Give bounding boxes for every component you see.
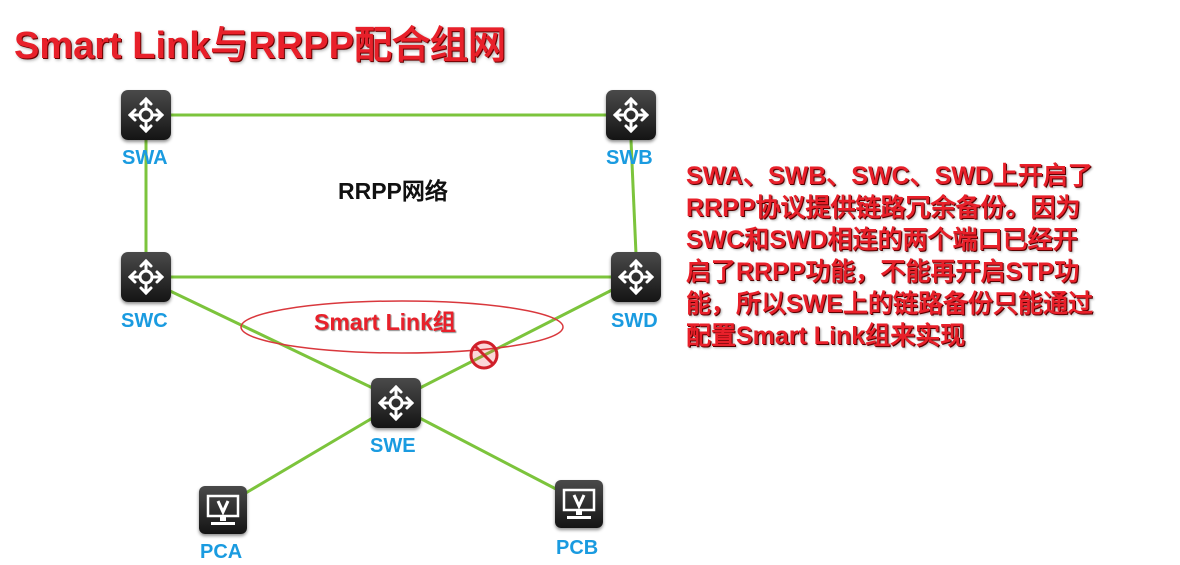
- label-swb: SWB: [606, 147, 653, 169]
- note-line: SWC和SWD相连的两个端口已经开: [686, 226, 1078, 254]
- note-line: 能，所以SWE上的链路备份只能通过: [686, 290, 1093, 318]
- link-swe-pcb: [409, 411, 557, 491]
- label-swd: SWD: [611, 310, 658, 332]
- label-swe: SWE: [370, 435, 416, 457]
- switch-icon: [612, 96, 650, 134]
- explanation-note: SWA、SWB、SWC、SWD上开启了 RRPP协议提供链路冗余备份。因为 SW…: [686, 160, 1166, 352]
- link-swe-pca: [243, 411, 382, 496]
- switch-icon: [127, 96, 165, 134]
- rrpp-network-label: RRPP网络: [338, 178, 448, 204]
- switch-icon: [617, 258, 655, 296]
- switch-swd: [611, 252, 661, 302]
- pc-icon: [206, 494, 240, 525]
- switch-swb: [606, 90, 656, 140]
- link-swb-swd: [629, 139, 638, 255]
- note-line: 启了RRPP功能，不能再开启STP功: [686, 258, 1080, 286]
- link-swe-swd: [409, 288, 613, 395]
- smart-link-group-ellipse: [240, 300, 564, 354]
- switch-icon: [377, 384, 415, 422]
- label-pcb: PCB: [556, 537, 599, 559]
- link-swe-swc: [167, 288, 382, 394]
- pc-icon: [562, 488, 596, 519]
- label-pca: PCA: [200, 541, 243, 563]
- switch-swc: [121, 252, 171, 302]
- note-line: SWA、SWB、SWC、SWD上开启了: [686, 162, 1093, 190]
- note-line: RRPP协议提供链路冗余备份。因为: [686, 194, 1081, 222]
- switch-swa: [121, 90, 171, 140]
- switch-swe: [371, 378, 421, 428]
- label-swc: SWC: [121, 310, 168, 332]
- switch-icon: [127, 258, 165, 296]
- diagram-title: Smart Link与RRPP配合组网: [14, 25, 506, 67]
- note-line: 配置Smart Link组来实现: [686, 322, 966, 350]
- pc-pca: [199, 486, 247, 534]
- pc-pcb: [555, 480, 603, 528]
- label-swa: SWA: [122, 147, 168, 169]
- blocked-port-icon: [469, 340, 499, 370]
- smart-link-group-label: Smart Link组: [314, 309, 456, 335]
